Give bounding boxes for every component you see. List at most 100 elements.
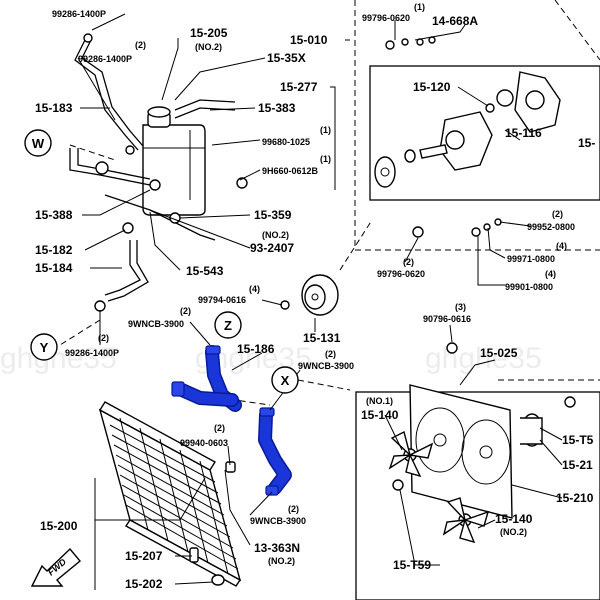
callout-w: W (24, 129, 52, 157)
part-label: (2) (552, 209, 563, 219)
reservoir-hose (174, 99, 236, 111)
callout-z: Z (214, 311, 242, 339)
dashed-connector (69, 144, 116, 161)
part-label: 15-207 (125, 549, 163, 563)
clip (149, 179, 161, 191)
part-label: 15- (578, 136, 595, 150)
coolant-reservoir (142, 106, 206, 216)
dashed-connector (59, 319, 101, 346)
part-label: (2) (98, 333, 109, 343)
part-label: (NO.2) (500, 527, 527, 537)
part-label: (2) (325, 349, 336, 359)
part-label: (2) (135, 40, 146, 50)
part-label: 99796-0620 (377, 269, 425, 279)
svg-text:W: W (32, 136, 45, 151)
cooling-fan-no2 (442, 497, 490, 544)
clip (122, 222, 134, 234)
part-label: 99971-0800 (507, 254, 555, 264)
watermark-text: ghghe35 (0, 342, 117, 375)
part-label: 15-388 (35, 208, 73, 222)
callout-x: X (271, 366, 299, 394)
leader-lines (77, 13, 563, 590)
clip (125, 145, 135, 155)
part-label: 15-202 (125, 577, 163, 591)
svg-text:Y: Y (40, 340, 49, 355)
bolt (236, 177, 248, 189)
part-label: (1) (320, 154, 331, 164)
lower-radiator-hose (258, 407, 292, 496)
part-label: 15-T5 (562, 433, 594, 447)
part-label: 15-116 (505, 126, 542, 140)
lower-overflow-pipe (104, 240, 141, 296)
dashed-connector (297, 379, 351, 391)
part-label: 93-2407 (250, 241, 294, 255)
svg-text:X: X (281, 373, 290, 388)
part-label: (2) (180, 306, 191, 316)
part-label: 9WNCB-3900 (250, 516, 306, 526)
watermark-text: ghghe35 (425, 342, 542, 375)
part-label: 99286-1400P (52, 9, 106, 19)
part-label: 99286-1400P (78, 54, 132, 64)
clip (94, 300, 106, 312)
part-label: 15-182 (35, 243, 73, 257)
part-label: 99796-0620 (362, 13, 410, 23)
part-label: 15-543 (186, 264, 224, 278)
part-label: 99286-1400P (65, 348, 119, 358)
part-label: 15-T59 (393, 558, 431, 572)
water-pump-frame (354, 0, 600, 251)
part-label: 15-205 (190, 26, 228, 40)
part-label: 99680-1025 (262, 137, 310, 147)
part-label: 15-35X (267, 51, 306, 65)
fan-nut (392, 479, 404, 491)
part-label: (NO.2) (195, 42, 222, 52)
fwd-arrow: FWD (30, 547, 81, 587)
part-label: 13-363N (254, 541, 300, 555)
part-label: 15-383 (258, 101, 296, 115)
dashed-connector (339, 219, 373, 271)
fan-shroud (409, 384, 513, 519)
part-label: 99794-0616 (198, 295, 246, 305)
part-label: 9H660-0612B (262, 166, 319, 176)
part-label: 14-668A (432, 14, 478, 28)
clip (83, 33, 93, 43)
part-label: (1) (320, 125, 331, 135)
part-label: (4) (556, 241, 567, 251)
overflow-pipe (81, 37, 144, 147)
part-label: 15-131 (303, 331, 341, 345)
radiator-core (98, 401, 242, 587)
part-label: 15-140 (495, 512, 533, 526)
part-label: (4) (545, 269, 556, 279)
water-pump-pulley (280, 274, 458, 354)
part-labels: 99286-1400P 15-205 (NO.2) 15-35X 15-010 … (35, 2, 595, 591)
part-label: 15-186 (237, 342, 275, 356)
reservoir-pipe (77, 148, 151, 180)
lower-overflow-pipe (107, 240, 149, 302)
part-label: (NO.2) (268, 556, 295, 566)
part-label: 99901-0800 (505, 282, 553, 292)
part-label: 15-359 (254, 208, 292, 222)
part-label: 15-010 (290, 33, 328, 47)
part-label: (2) (403, 257, 414, 267)
part-label: (2) (214, 423, 225, 433)
part-label: 15-210 (556, 491, 594, 505)
part-label: 99952-0800 (527, 222, 575, 232)
part-label: (4) (249, 284, 260, 294)
svg-text:Z: Z (224, 318, 232, 333)
part-label: 15-277 (280, 80, 318, 94)
upper-radiator-hose (171, 345, 242, 412)
callout-y: Y (30, 333, 58, 361)
part-label: 15-184 (35, 261, 73, 275)
part-label: 15-120 (413, 80, 451, 94)
part-label: 15-183 (35, 101, 73, 115)
fan-shroud-frame (355, 0, 600, 600)
part-label: 15-200 (40, 519, 78, 533)
part-label: 15-140 (361, 408, 399, 422)
clip (95, 161, 109, 175)
part-label: (3) (455, 302, 466, 312)
part-label: 15-025 (480, 346, 518, 360)
part-label: (1) (414, 2, 425, 12)
reservoir-pipe (69, 148, 151, 186)
part-label: (2) (288, 504, 299, 514)
